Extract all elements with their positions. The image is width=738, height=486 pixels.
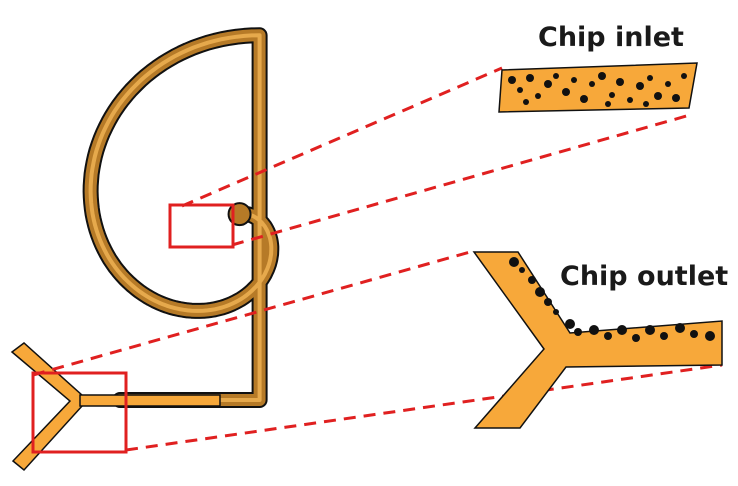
inlet-highlight-box (168, 203, 235, 249)
inlet-zoom-panel (498, 62, 698, 113)
inlet-particle (665, 81, 671, 87)
outlet-zoom-panel (472, 251, 723, 429)
inlet-particle (553, 73, 559, 79)
outlet-particle (535, 287, 545, 297)
outlet-particle (617, 325, 627, 335)
outlet-junction-shape (10, 342, 84, 472)
outlet-particle (632, 334, 640, 342)
spiral-highlight (88, 33, 274, 402)
inlet-zoom-channel (498, 62, 698, 113)
inlet-particle (562, 88, 570, 96)
inlet-particle (571, 77, 577, 83)
inlet-particle (643, 101, 649, 107)
inlet-connector-bottom (231, 113, 691, 247)
inlet-particle (526, 74, 534, 82)
outlet-particle (660, 332, 668, 340)
outlet-particle (604, 332, 612, 340)
chip-inlet-label: Chip inlet (538, 22, 684, 53)
outlet-particle (509, 257, 519, 267)
inlet-particle (627, 97, 633, 103)
inlet-particle (609, 92, 615, 98)
outlet-channel-straight (79, 394, 221, 407)
inlet-particle (616, 78, 624, 86)
inlet-particle (605, 101, 611, 107)
zoom-connectors (32, 66, 723, 452)
outlet-particle (690, 330, 698, 338)
inlet-particle (580, 95, 588, 103)
outlet-particle (645, 325, 655, 335)
inlet-particle (544, 80, 552, 88)
inlet-connector-top (181, 66, 503, 208)
outlet-particle (705, 331, 715, 341)
outlet-particle (574, 328, 582, 336)
outlet-highlight-box (31, 371, 128, 454)
outlet-particles (509, 257, 715, 342)
inlet-particle (589, 81, 595, 87)
outlet-particle (544, 298, 552, 306)
inlet-particle (523, 99, 529, 105)
inlet-particles (508, 72, 687, 107)
inlet-particle (535, 93, 541, 99)
outlet-particle (553, 309, 559, 315)
inlet-particle (647, 75, 653, 81)
chip-outlet-label: Chip outlet (560, 261, 728, 292)
inlet-particle (517, 87, 523, 93)
inlet-particle (598, 72, 606, 80)
inlet-particle (654, 92, 662, 100)
outlet-connector-bottom (125, 363, 723, 452)
outlet-particle (519, 267, 525, 273)
inlet-particle (636, 82, 644, 90)
outlet-particle (565, 319, 575, 329)
outlet-particle (528, 276, 536, 284)
inlet-particle (681, 73, 687, 79)
outlet-junction (10, 342, 221, 472)
inlet-particle (508, 76, 516, 84)
inlet-particle (672, 94, 680, 102)
spiral-channel (82, 27, 280, 408)
outlet-connector-top (32, 250, 471, 377)
outlet-particle (589, 325, 599, 335)
outlet-particle (675, 323, 685, 333)
